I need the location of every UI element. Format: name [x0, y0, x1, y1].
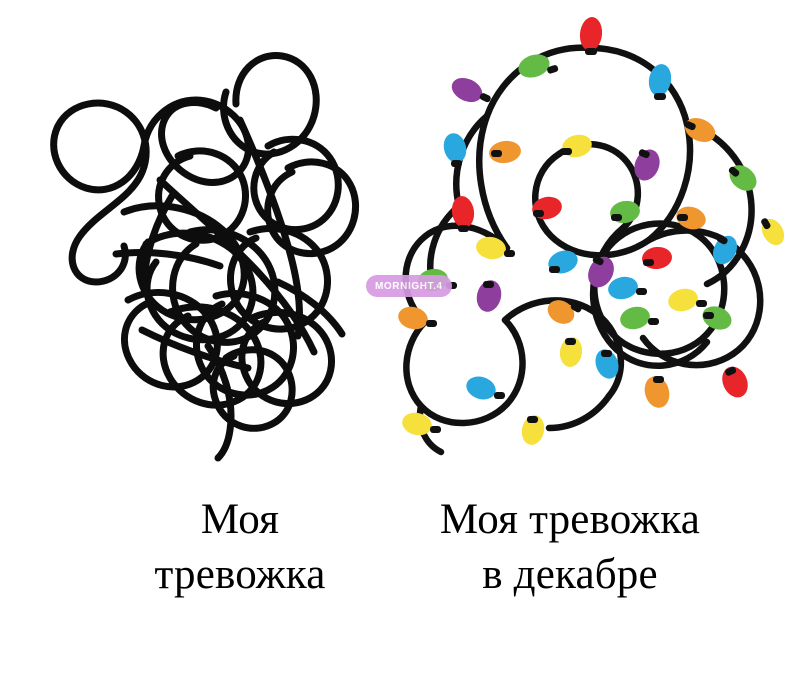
- bulb-purple: [451, 77, 491, 103]
- bulb-orange: [644, 376, 670, 408]
- panel-christmas-lights: [395, 0, 790, 480]
- bulb-orange: [676, 206, 706, 230]
- bulb-yellow: [559, 337, 583, 367]
- caption-left: Моя тревожка: [154, 496, 326, 599]
- bulb-purple: [634, 149, 660, 181]
- watermark-badge: MORNIGHT.4: [366, 275, 452, 297]
- bulb-yellow: [521, 415, 545, 445]
- bulb-red: [532, 196, 562, 220]
- tangled-scribble-drawing: [50, 52, 360, 462]
- bulb-orange: [489, 140, 521, 164]
- bulb-orange: [547, 300, 582, 324]
- bulb-red: [451, 196, 475, 232]
- bulb-yellow: [761, 218, 785, 246]
- bulb-red: [579, 17, 603, 55]
- bulb-purple: [588, 256, 614, 288]
- caption-right: Моя тревожка в декабре: [439, 496, 701, 599]
- bulb-orange: [684, 118, 716, 142]
- bulb-blue: [443, 133, 467, 167]
- bulb-green: [518, 54, 559, 78]
- christmas-lights-drawing: [398, 17, 785, 456]
- bulb-blue: [713, 235, 737, 265]
- bulb-red: [722, 366, 748, 398]
- light-bulbs: [398, 17, 785, 445]
- panel-tangled-scribble: [20, 0, 400, 480]
- bulb-blue: [648, 64, 672, 100]
- bulb-blue: [595, 349, 619, 379]
- bulb-green: [728, 165, 757, 191]
- bulb-orange: [398, 306, 437, 330]
- bulb-yellow: [476, 236, 515, 260]
- scribble-loops: [50, 52, 360, 462]
- bulb-yellow: [668, 288, 707, 312]
- bulb-blue: [466, 376, 505, 400]
- bulb-yellow: [561, 134, 592, 158]
- bulb-red: [642, 246, 672, 270]
- bulb-green: [610, 200, 640, 224]
- bulb-blue: [548, 250, 578, 274]
- bulb-green: [620, 306, 659, 330]
- bulb-blue: [608, 276, 647, 300]
- light-wire: [402, 44, 764, 456]
- bulb-green: [702, 306, 732, 330]
- bulb-yellow: [402, 412, 441, 436]
- bulb-purple: [476, 280, 502, 312]
